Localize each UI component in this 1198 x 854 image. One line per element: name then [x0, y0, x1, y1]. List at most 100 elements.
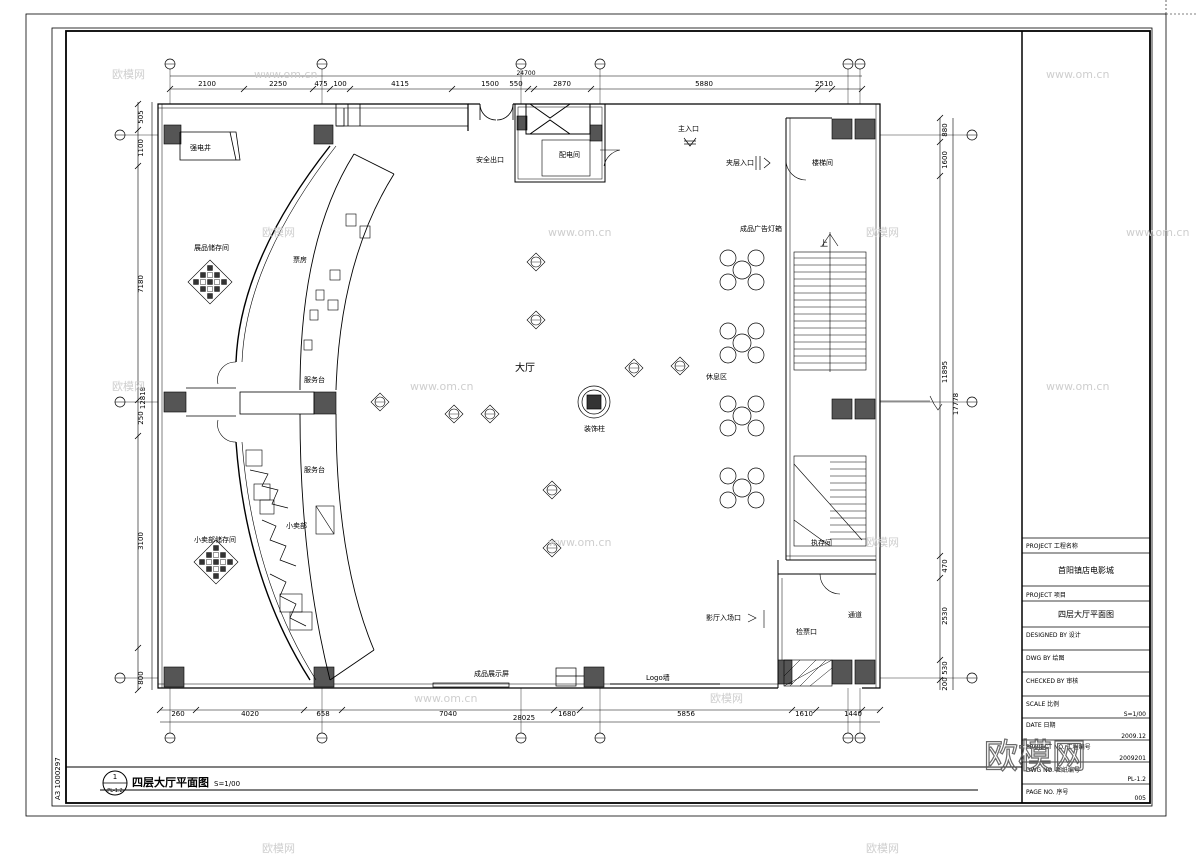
label-stairwell: 楼梯间 — [812, 158, 833, 167]
right-dim-1: 880 — [941, 123, 949, 136]
label-kiosk-storage: 小卖部储存间 — [194, 535, 236, 544]
watermark-logo-1: 欧模网 — [112, 68, 145, 81]
tb-item-value: 四层大厅平面图 — [1058, 609, 1114, 619]
dim-tick — [936, 138, 944, 146]
top-dim-2: 2250 — [269, 80, 287, 88]
watermark-text-2: www.om.cn — [1046, 68, 1109, 81]
label-ticket-check: 检票口 — [796, 627, 817, 636]
tb-date-value: 2009.12 — [1121, 733, 1146, 740]
dim-tick — [828, 85, 836, 93]
ceiling-marker — [624, 358, 644, 378]
top-dim-7: 550 — [509, 80, 522, 88]
lounge-chair — [719, 273, 737, 291]
storage-shelf — [200, 279, 206, 285]
tb-date-label: DATE 日期 — [1026, 721, 1056, 729]
label-display-screen: 成品展示屏 — [474, 669, 509, 678]
watermark-text-3: www.om.cn — [548, 226, 611, 239]
grid-axis-bubbles — [114, 58, 978, 744]
dim-tick — [936, 172, 944, 180]
lounge-tables — [719, 249, 765, 509]
label-theater-entrance: 影厅入场口 — [706, 613, 741, 622]
top-total-dim: 24700 — [516, 70, 535, 77]
dim-tick — [192, 706, 200, 714]
tb-dwg-no-value: PL-1.2 — [1127, 776, 1146, 783]
label-mezzanine-entrance: 夹层入口 — [726, 158, 754, 167]
storage-shelf — [200, 286, 206, 292]
tb-project-no-label: PROJECT NO. 工程编号 — [1026, 743, 1091, 751]
top-dim-6: 1500 — [481, 80, 499, 88]
lounge-chair — [747, 491, 765, 509]
storage-shelf — [200, 272, 206, 278]
bottom-dim-1: 260 — [171, 710, 184, 718]
left-dim-3: 7180 — [137, 275, 145, 293]
tb-scale-label: SCALE 比例 — [1026, 700, 1059, 708]
top-dim-9: 5880 — [695, 80, 713, 88]
right-dim-3: 11895 — [941, 361, 949, 383]
dim-tick — [134, 644, 142, 652]
left-dim-5: 3100 — [137, 532, 145, 550]
safety-exit-door — [479, 103, 514, 121]
ceiling-marker — [480, 404, 500, 424]
bottom-dim-6: 5856 — [677, 710, 695, 718]
room-labels: 强电井 安全出口 配电间 主入口 夹层入口 楼梯间 成品广告灯箱 展品储存间 票… — [190, 124, 862, 682]
top-dim-8: 2870 — [553, 80, 571, 88]
storage-shelf — [220, 559, 226, 565]
dim-tick — [936, 552, 944, 560]
bottom-dim-8: 1440 — [844, 710, 862, 718]
storage-shelf — [206, 566, 212, 572]
ceiling-light-markers — [370, 252, 690, 558]
storage-shelf — [220, 552, 226, 558]
lounge-chair — [747, 273, 765, 291]
storage-shelf — [213, 552, 219, 558]
dim-tick — [936, 114, 944, 122]
dim-tick — [876, 706, 884, 714]
dim-tick — [936, 656, 944, 664]
right-dimension-text: 17778 880 1600 11895 470 2530 530 200 — [941, 123, 960, 690]
lounge-chair — [747, 419, 765, 437]
right-dim-6: 530 — [941, 661, 949, 674]
dim-tick — [788, 706, 796, 714]
label-service-desk-top: 服务台 — [304, 375, 325, 384]
lounge-chair — [747, 322, 765, 340]
storage-shelf — [213, 545, 219, 551]
dim-tick — [812, 706, 820, 714]
dim-tick — [338, 706, 346, 714]
storage-shelf — [213, 573, 219, 579]
storage-shelf — [207, 265, 213, 271]
tb-project-value: 首阳镇店电影城 — [1058, 565, 1114, 575]
stair-treads — [794, 257, 866, 540]
storage-shelf — [220, 566, 226, 572]
ticket-counter-curves — [186, 145, 395, 681]
dimension-ticks — [134, 85, 944, 714]
watermark-text-4: www.om.cn — [1126, 226, 1189, 239]
label-safety-exit: 安全出口 — [476, 155, 504, 164]
tb-item-label: PROJECT 项目 — [1026, 592, 1066, 599]
ceiling-marker — [370, 392, 390, 412]
ceiling-marker — [670, 356, 690, 376]
watermark-logo-7: 欧模网 — [262, 842, 295, 854]
dim-tick — [300, 706, 308, 714]
top-structure — [179, 104, 468, 161]
tb-scale-value: S=1/00 — [1124, 711, 1146, 718]
watermark-logo-2: 欧模网 — [262, 226, 295, 239]
dim-tick — [346, 85, 354, 93]
tb-project-no-value: 2009201 — [1119, 755, 1146, 762]
lounge-chair — [719, 322, 737, 340]
bottom-dim-4: 7040 — [439, 710, 457, 718]
storage-shelf — [214, 272, 220, 278]
bottom-dim-5: 1680 — [558, 710, 576, 718]
watermark-text-5: www.om.cn — [410, 380, 473, 393]
left-dim-1: 505 — [137, 110, 145, 123]
tb-project-label: PROJECT 工程名称 — [1026, 542, 1078, 550]
lounge-chair — [747, 467, 765, 485]
label-service-desk-bottom: 服务台 — [304, 465, 325, 474]
storage-shelf — [207, 286, 213, 292]
drawing-scale: S=1/00 — [214, 780, 240, 788]
label-lightbox: 成品广告灯箱 — [740, 224, 782, 233]
label-power-room: 配电间 — [559, 150, 580, 159]
lounge-chair — [747, 249, 765, 267]
ceiling-marker — [444, 404, 464, 424]
storage-shelf — [221, 279, 227, 285]
watermark-logo-4: 欧模网 — [112, 380, 145, 393]
side-code: A3 1000297 — [54, 757, 62, 800]
